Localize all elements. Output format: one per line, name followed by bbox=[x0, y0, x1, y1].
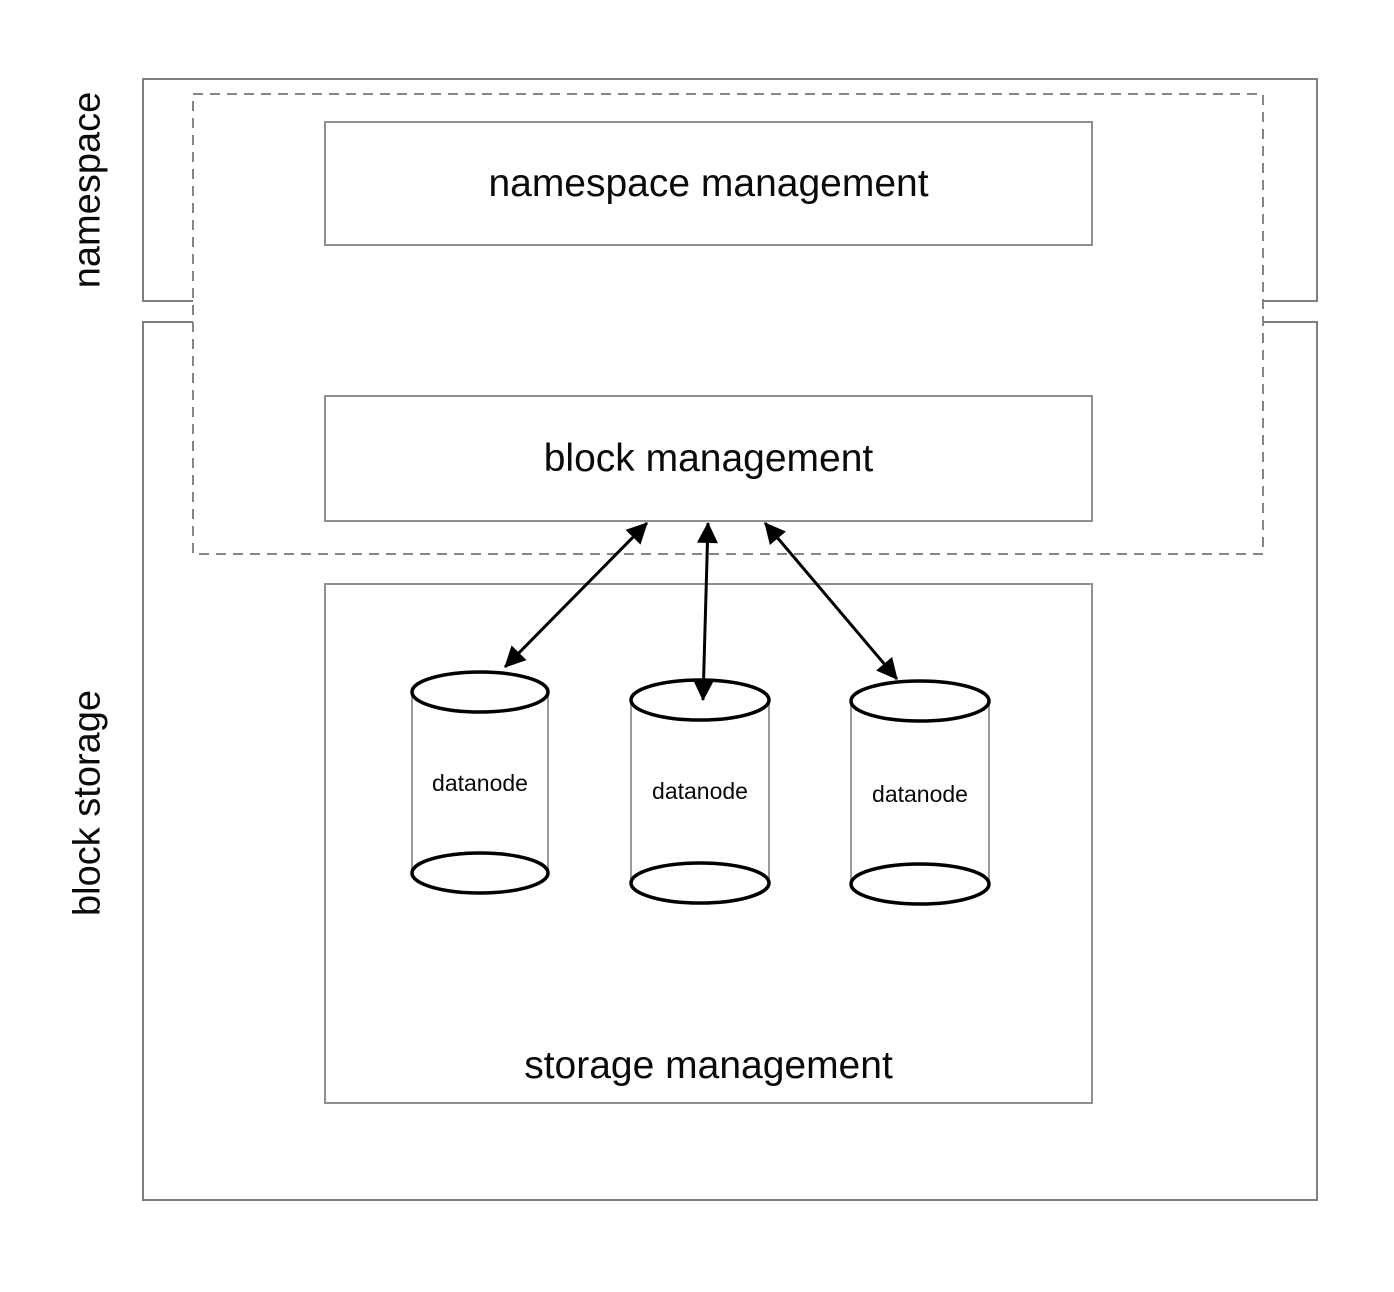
arrow-left bbox=[503, 521, 649, 669]
block-management-datanode-arrows bbox=[503, 521, 899, 702]
storage-management-box bbox=[324, 583, 1093, 1104]
arrow-right bbox=[763, 522, 899, 680]
cylinder-top-ellipse bbox=[410, 670, 550, 714]
cylinder-top-ellipse bbox=[629, 678, 771, 722]
datanode-cylinder-icon bbox=[849, 679, 991, 906]
cylinder-bottom-ellipse bbox=[410, 851, 550, 895]
datanode-cylinder-icon bbox=[410, 670, 550, 895]
cylinder-bottom-ellipse bbox=[629, 861, 771, 905]
arrow-middle bbox=[693, 521, 718, 702]
namespace-management-box bbox=[324, 121, 1093, 246]
block-management-box bbox=[324, 395, 1093, 522]
cylinder-top-ellipse bbox=[849, 679, 991, 723]
cylinder-bottom-ellipse bbox=[849, 862, 991, 906]
